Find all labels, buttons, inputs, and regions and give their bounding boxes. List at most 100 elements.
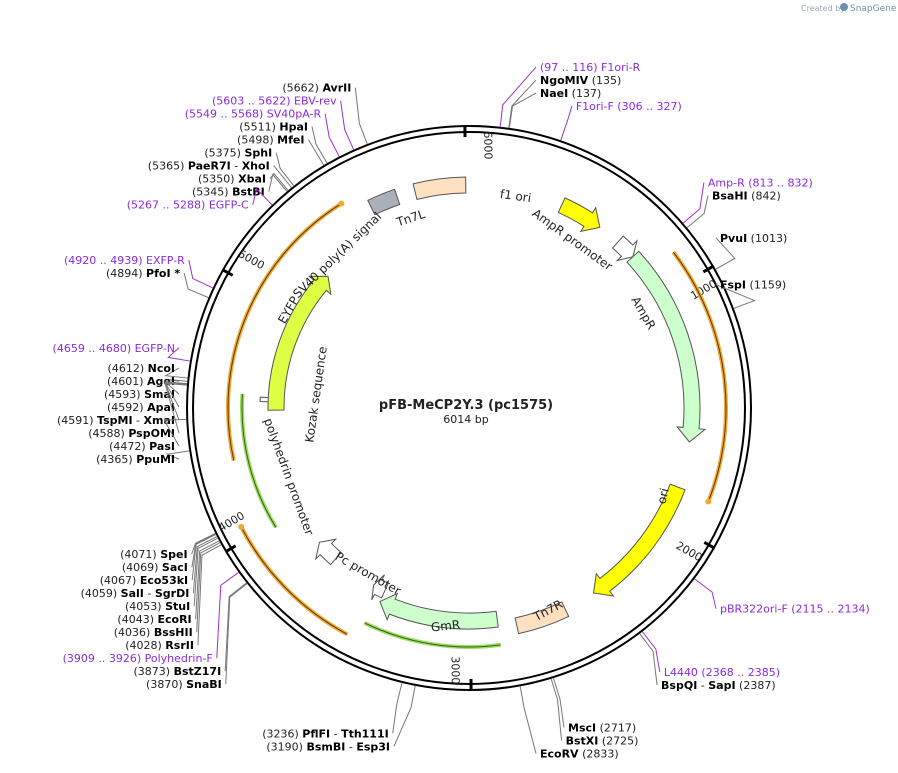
site-leader <box>508 79 537 128</box>
restriction-site-label: (3190) BsmBI - Esp3I <box>266 740 390 753</box>
site-label-part: PasI <box>149 440 175 453</box>
site-label-part: (5498) <box>237 134 277 147</box>
site-label-part: StuI <box>165 600 190 613</box>
site-label-part: - <box>330 727 341 740</box>
site-label-part: (4043) <box>117 613 157 626</box>
tick-5000 <box>221 268 234 277</box>
site-label-part: SnaBI <box>186 678 222 691</box>
site-label-part: (3909 .. 3926) Polyhedrin-F <box>63 652 213 665</box>
restriction-site-label: (5662) AvrII <box>282 82 351 95</box>
plasmid-length: 6014 bp <box>443 413 488 426</box>
site-leader <box>197 544 222 646</box>
site-leader <box>686 195 709 229</box>
restriction-site-label: BsaHI (842) <box>712 190 781 203</box>
site-leader <box>191 533 216 568</box>
site-label-part: (3873) <box>134 665 174 678</box>
site-label-part: (5511) <box>239 121 279 134</box>
primer-site-label: (5267 .. 5288) EGFP-C <box>127 199 249 212</box>
site-leader <box>193 537 218 607</box>
restriction-site-label: (3873) BstZ17I <box>134 665 222 678</box>
site-label-part: (137) <box>568 87 601 100</box>
site-label-part: BssHII <box>154 626 193 639</box>
site-label-part: SgrDI <box>155 587 189 600</box>
site-leader <box>641 631 661 673</box>
site-label-part: SphI <box>244 147 272 160</box>
restriction-site-label: MscI (2717) <box>568 722 636 735</box>
restriction-site-label: PvuI (1013) <box>720 232 787 245</box>
site-label-part: (4067) <box>100 574 140 587</box>
site-leader <box>225 583 248 685</box>
site-leader <box>191 532 216 555</box>
site-leader <box>340 100 355 150</box>
site-label-part: BstXI <box>566 735 599 748</box>
site-label-part: SmaI <box>144 388 175 401</box>
site-label-part: (842) <box>748 190 781 203</box>
tick-label-6000: 6000 <box>481 131 494 159</box>
site-leader <box>165 450 190 460</box>
site-label-part: L4440 (2368 .. 2385) <box>664 666 780 679</box>
restriction-site-label: (4365) PpuMI <box>96 453 175 466</box>
site-label-part: (2387) <box>736 679 776 692</box>
primer-site-label: (5603 .. 5622) EBV-rev <box>212 95 337 108</box>
site-label-part: (2725) <box>598 735 638 748</box>
site-label-part: (135) <box>588 74 621 87</box>
site-label-part: PspOMI <box>128 427 175 440</box>
site-leader <box>639 633 658 686</box>
site-label-part: XbaI <box>238 173 266 186</box>
site-leader <box>268 173 288 192</box>
site-label-part: SpeI <box>160 548 187 561</box>
restriction-site-label: (4593) SmaI <box>104 388 175 401</box>
feature-label-gmr: GmR <box>430 618 461 635</box>
feature-label-kozak-sequence: Kozak sequence <box>302 346 329 444</box>
site-label-part: pBR322ori-F (2115 .. 2134) <box>720 603 870 616</box>
site-leader <box>550 678 563 741</box>
site-label-part: (5662) <box>282 82 322 95</box>
restriction-site-label: (4472) PasI <box>109 440 175 453</box>
site-leader <box>167 347 191 362</box>
site-leader <box>682 182 705 224</box>
site-label-part: (4601) <box>107 375 147 388</box>
site-leader <box>324 113 340 157</box>
site-label-part: SapI <box>708 679 735 692</box>
site-label-part: FspI <box>720 279 746 292</box>
restriction-site-label: (4043) EcoRI <box>117 613 191 626</box>
site-label-part: (5350) <box>198 173 238 186</box>
site-label-part: PaeR7I <box>188 160 231 173</box>
site-label-part: (4592) <box>107 401 147 414</box>
primer-binding-arcs <box>226 200 728 637</box>
site-label-part: MfeI <box>277 134 304 147</box>
site-label-part: (5267 .. 5288) EGFP-C <box>127 199 249 212</box>
site-label-part: (4591) <box>57 414 97 427</box>
site-leader <box>392 682 403 734</box>
restriction-site-label: (4069) SacI <box>122 561 188 574</box>
site-label-part: F1ori-F (306 .. 327) <box>576 100 682 113</box>
site-leader <box>163 418 187 447</box>
feature-sv40-poly-a-signal <box>367 188 401 216</box>
site-leader <box>164 367 188 379</box>
restriction-site-label: EcoRV (2833) <box>540 748 619 761</box>
restriction-site-label: (5498) MfeI <box>237 134 304 147</box>
restriction-site-label: NgoMIV (135) <box>540 74 621 87</box>
site-label-part: PvuI <box>720 232 747 245</box>
site-label-part: (4365) <box>96 453 136 466</box>
site-label-part: Amp-R (813 .. 832) <box>708 177 813 190</box>
site-label-part: (4071) <box>120 548 160 561</box>
site-label-part: (4069) <box>122 561 162 574</box>
primer-arc-core <box>672 251 727 502</box>
features <box>259 176 707 635</box>
site-leader <box>354 87 368 145</box>
site-label-part: (4593) <box>104 388 144 401</box>
site-label-part: XmaI <box>144 414 175 427</box>
restriction-site-label: (4591) TspMI - XmaI <box>57 414 175 427</box>
feature-label-pc-promoter: Pc promoter <box>333 549 404 598</box>
site-label-part: AvrII <box>322 82 351 95</box>
backbone-inner <box>192 131 746 685</box>
feature-tn7l <box>412 176 467 200</box>
site-label-part: (1159) <box>746 279 786 292</box>
restriction-site-label: (4036) BssHII <box>114 626 193 639</box>
backbone-outer <box>186 125 752 691</box>
restriction-site-label: (3236) PflFI - Tth111I <box>262 727 389 740</box>
tick-4000 <box>224 544 237 554</box>
site-label-part: (4588) <box>88 427 128 440</box>
site-leader <box>164 381 188 421</box>
